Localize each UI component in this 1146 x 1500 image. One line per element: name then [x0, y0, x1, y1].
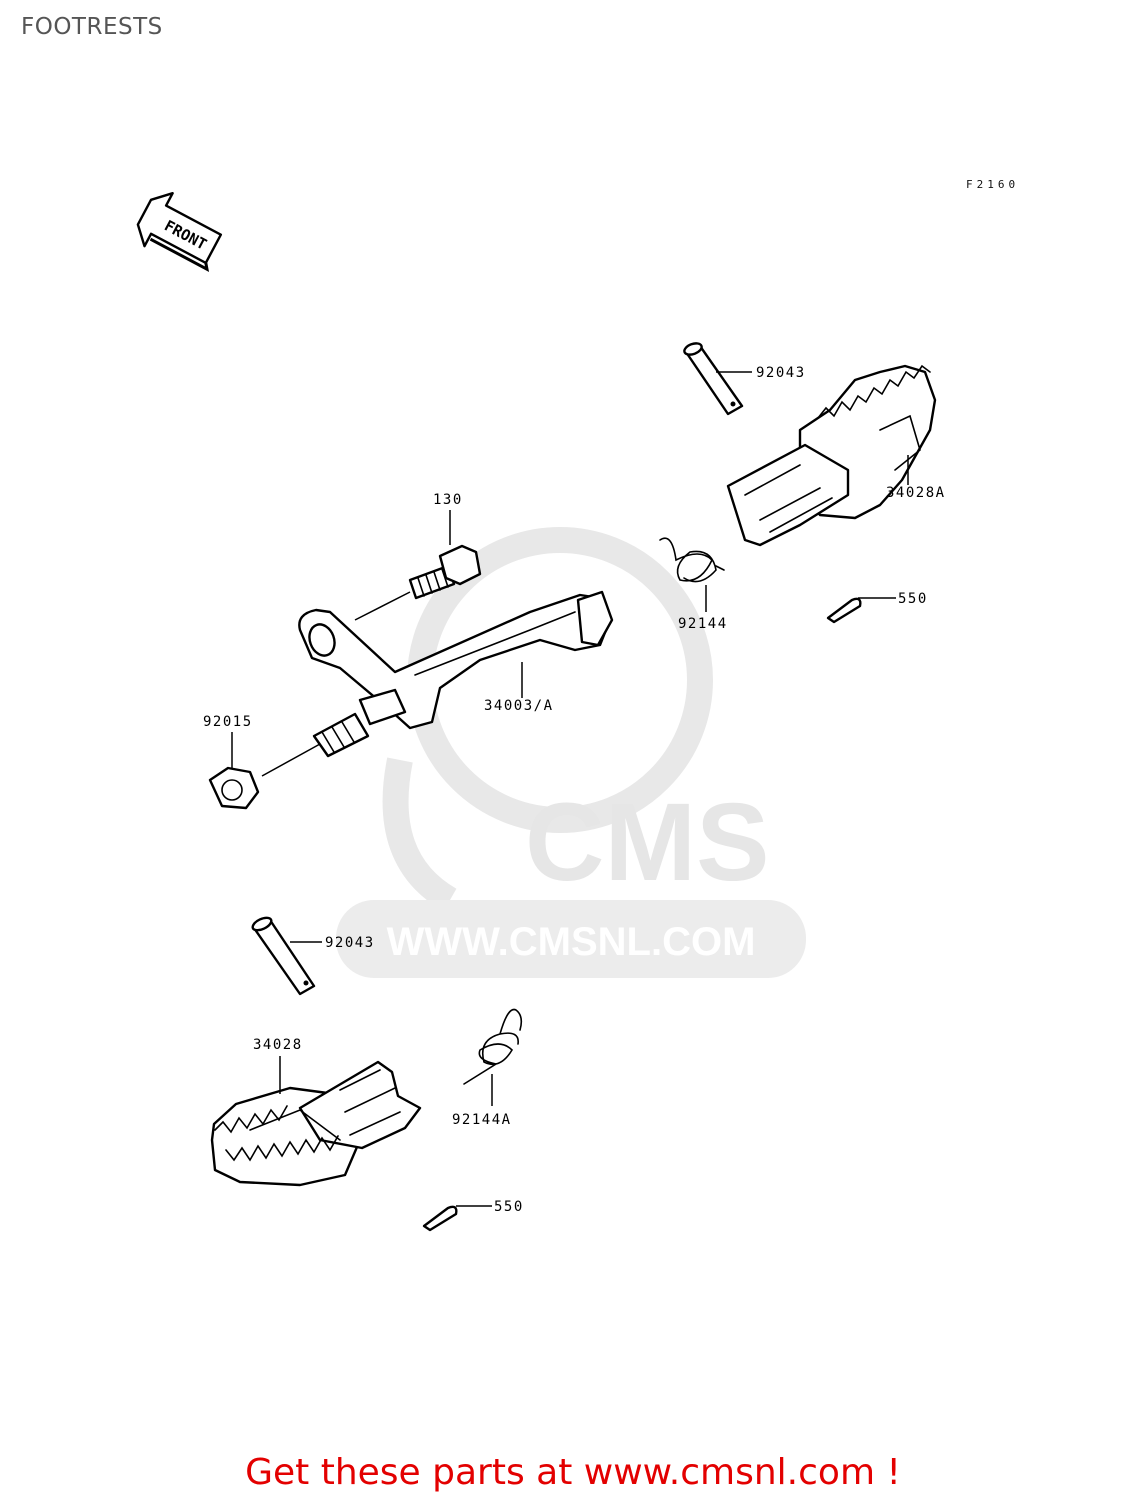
watermark-url: WWW.CMSNL.COM	[387, 920, 756, 964]
footpeg-bracket: 34003/A	[298, 590, 614, 758]
label-spring-left: 92144A	[452, 1112, 512, 1128]
watermark-brand: CMS	[525, 781, 769, 904]
spring-right: 92144	[659, 537, 728, 632]
spring-left: 92144A	[452, 1008, 523, 1128]
label-bolt: 130	[433, 492, 463, 508]
label-cotter-right: 550	[898, 591, 928, 607]
label-nut: 92015	[203, 714, 253, 730]
footer-link[interactable]: Get these parts at www.cmsnl.com !	[245, 1452, 901, 1493]
clevis-pin-right: 92043	[683, 342, 806, 416]
label-pin-left: 92043	[325, 935, 375, 951]
label-bracket: 34003/A	[484, 698, 554, 714]
label-footpeg-left: 34028	[253, 1037, 303, 1053]
cotter-pin-right: 550	[826, 591, 928, 624]
clevis-pin-left: 92043	[251, 916, 375, 996]
footpeg-left: 34028	[210, 1037, 422, 1187]
cotter-pin-left: 550	[422, 1199, 524, 1232]
label-cotter-left: 550	[494, 1199, 524, 1215]
front-arrow-icon: FRONT	[136, 191, 223, 272]
footpeg-right: 34028A	[726, 364, 946, 547]
label-pin-right: 92043	[756, 365, 806, 381]
watermark: CMS WWW.CMSNL.COM	[336, 527, 806, 978]
figure-code: F2160	[966, 178, 1020, 191]
bolt: 130	[354, 492, 482, 621]
label-spring-right: 92144	[678, 616, 728, 632]
page-title: FOOTRESTS	[21, 14, 163, 40]
label-footpeg-right: 34028A	[886, 485, 946, 501]
flange-nut: 92015	[203, 714, 321, 810]
